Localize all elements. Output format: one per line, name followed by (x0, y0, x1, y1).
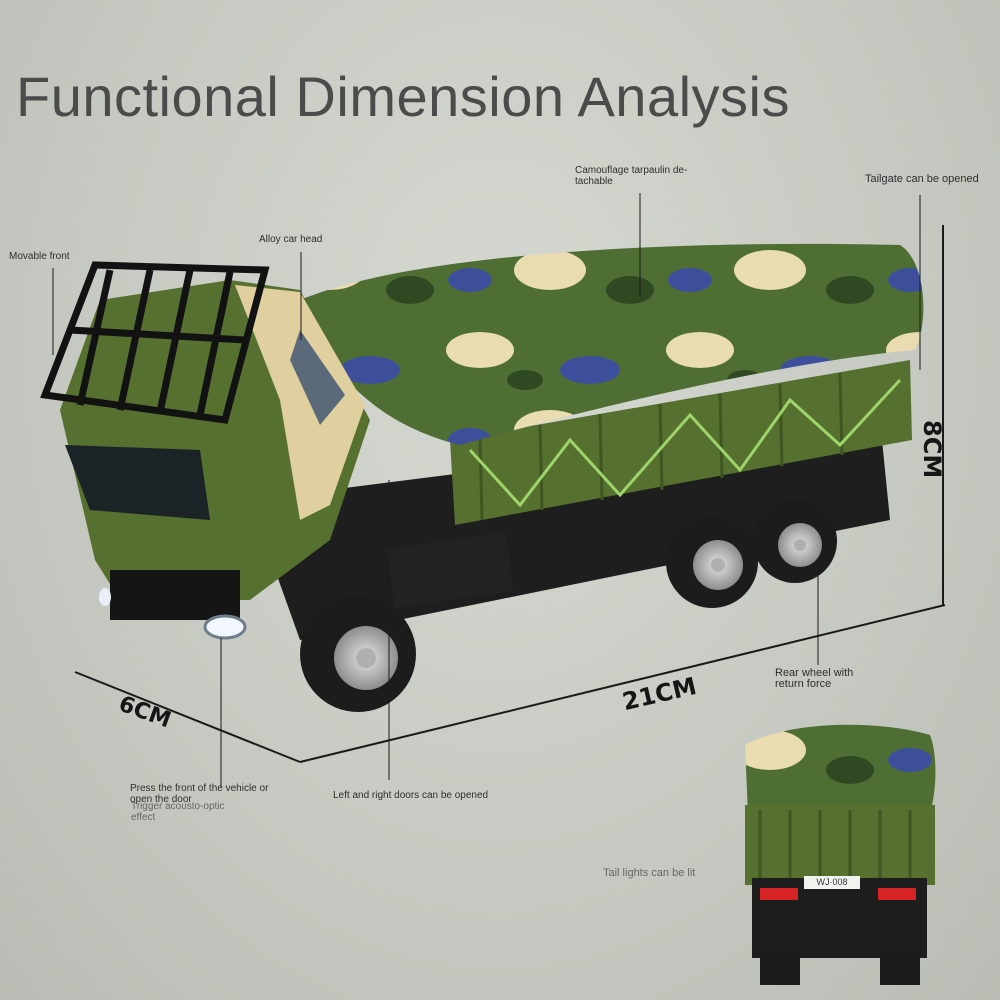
truck-rear-view (745, 724, 936, 985)
label-tailgate: Tailgate can be opened (865, 173, 979, 185)
label-movable-front: Movable front (9, 251, 70, 262)
label-press-front: Press the front of the vehicle or open t… (130, 783, 269, 805)
truck-side-view (40, 243, 924, 712)
label-doors: Left and right doors can be opened (333, 790, 489, 801)
callout-lines (52, 193, 921, 787)
label-trigger: Trigger acousto-optic effect (131, 801, 225, 823)
label-tarpaulin: Camouflage tarpaulin de- tachable (575, 165, 688, 187)
label-rear-wheel: Rear wheel with return force (775, 667, 854, 690)
dimension-height: 8CM (918, 420, 946, 479)
label-alloy-head: Alloy car head (259, 234, 323, 245)
page-title: Functional Dimension Analysis (16, 65, 790, 128)
label-tail-lights: Tail lights can be lit (603, 867, 696, 879)
license-plate: WJ·008 (804, 876, 860, 889)
dimension-lines (74, 225, 946, 763)
